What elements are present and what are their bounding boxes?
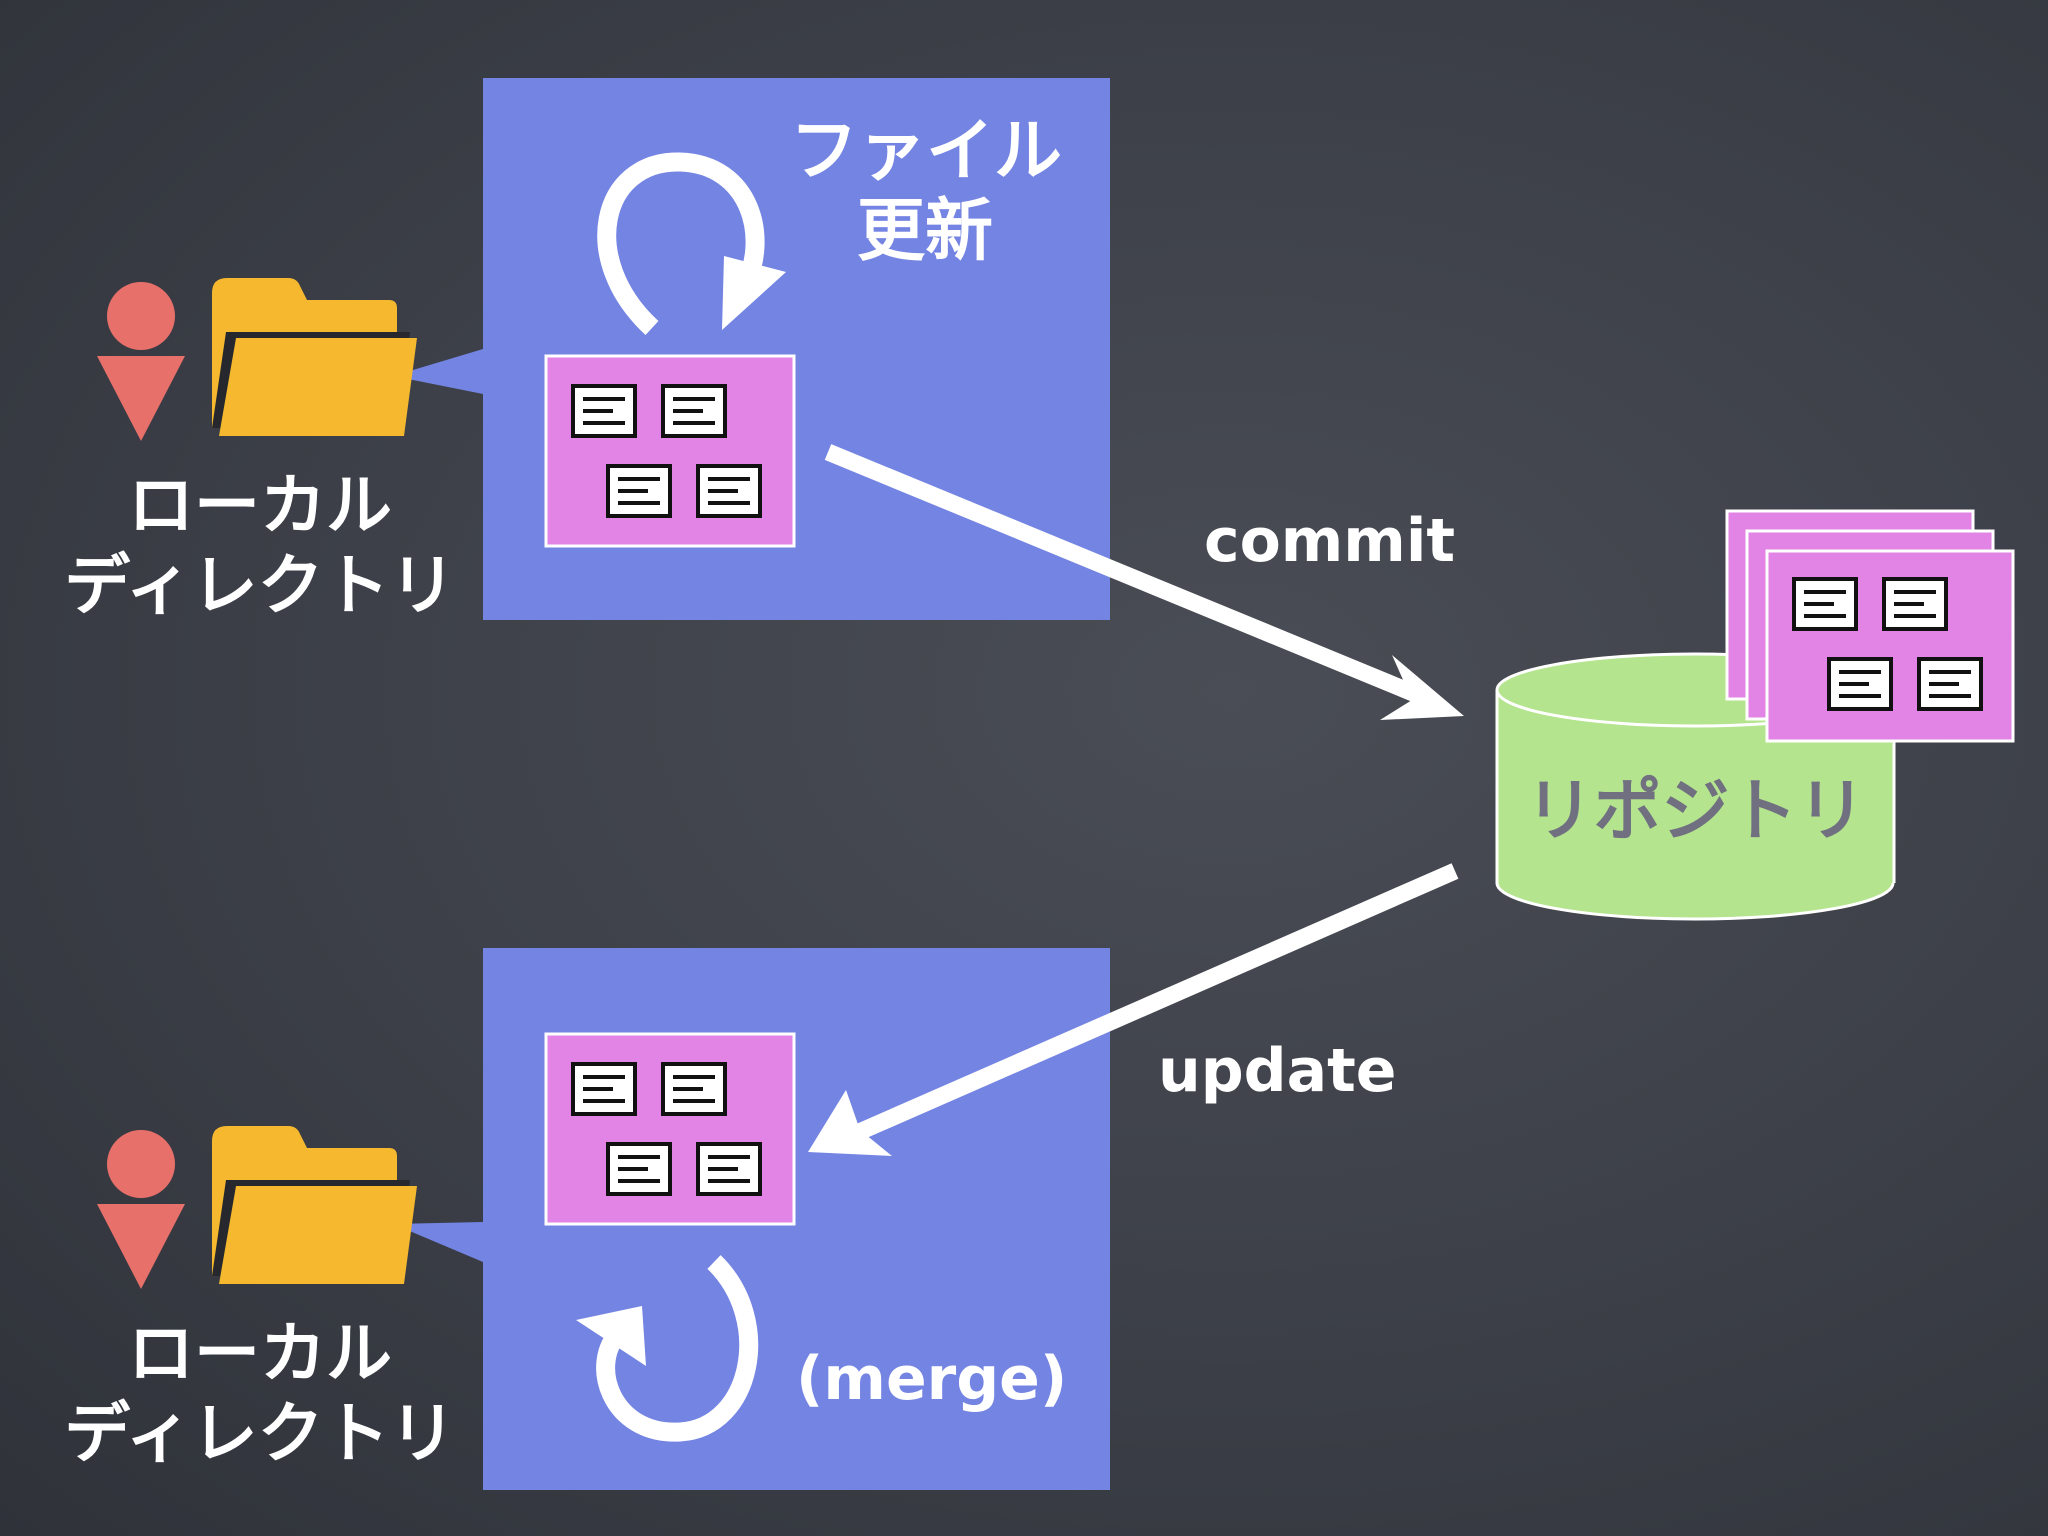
file-update-label-line1: ファイル bbox=[790, 112, 1063, 191]
top-user-icon bbox=[97, 282, 185, 441]
bottom-user-icon bbox=[97, 1130, 185, 1289]
top-folder-pointer bbox=[393, 349, 483, 394]
top-folder-icon bbox=[212, 278, 417, 436]
bottom-file-group bbox=[546, 1034, 794, 1224]
bottom-folder-pointer bbox=[393, 1222, 483, 1262]
bottom-folder-icon bbox=[212, 1126, 417, 1284]
repository-label: リポジトリ bbox=[1525, 772, 1866, 851]
update-arrowhead bbox=[808, 1090, 892, 1156]
merge-cycle-arrow bbox=[596, 1255, 759, 1442]
update-arrow bbox=[846, 863, 1459, 1144]
bottom-dir-label-line2: ディレクトリ bbox=[64, 1395, 456, 1472]
bottom-local-directory-label: ローカル ディレクトリ bbox=[50, 1314, 470, 1474]
file-update-label: ファイル 更新 bbox=[790, 112, 1063, 272]
top-dir-label-line2: ディレクトリ bbox=[64, 547, 456, 624]
top-file-group bbox=[546, 356, 794, 546]
merge-label: (merge) bbox=[796, 1344, 1068, 1414]
commit-arrow bbox=[824, 444, 1434, 708]
repository-file-stack bbox=[1725, 509, 2015, 743]
merge-arrowhead bbox=[576, 1306, 646, 1366]
top-dir-label-line1: ローカル bbox=[128, 467, 392, 544]
bottom-dir-label-line1: ローカル bbox=[128, 1315, 392, 1392]
commit-arrowhead bbox=[1380, 655, 1464, 720]
file-update-label-line2: 更新 bbox=[856, 192, 993, 271]
top-local-directory-label: ローカル ディレクトリ bbox=[50, 466, 470, 626]
commit-label: commit bbox=[1204, 506, 1456, 576]
file-update-cycle-arrow bbox=[597, 152, 765, 335]
file-update-arrowhead bbox=[722, 256, 786, 330]
update-label: update bbox=[1158, 1036, 1397, 1106]
